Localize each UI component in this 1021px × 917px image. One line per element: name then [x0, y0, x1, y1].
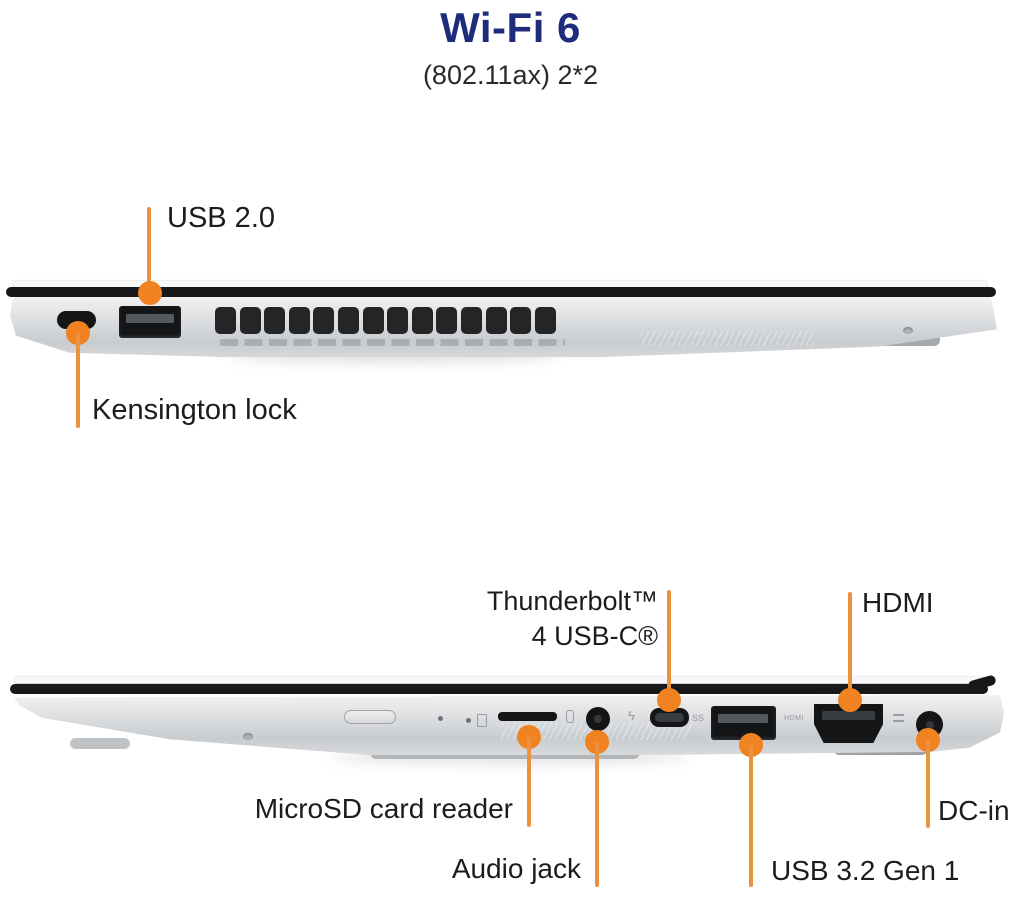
thunderbolt-label: Thunderbolt™ 4 USB-C® — [420, 584, 658, 654]
vent-slot — [338, 307, 360, 334]
laptop-lid-top — [12, 281, 988, 288]
callout-dot — [657, 688, 681, 712]
audio-jack-label: Audio jack — [451, 853, 581, 884]
thunderbolt-icon: ϟ — [628, 708, 635, 723]
usb-c-slot — [655, 713, 684, 722]
usb-3.2-label: USB 3.2 Gen 1 — [771, 855, 960, 886]
vent-slot — [461, 307, 483, 334]
dc-in-label: DC-in — [938, 795, 1010, 826]
microsd-slot — [498, 712, 557, 721]
callout-dot — [138, 281, 162, 305]
vent-slot — [387, 307, 409, 334]
thunderbolt-label-line2: 4 USB-C® — [531, 621, 658, 651]
vent-slot — [264, 307, 286, 334]
page-title: Wi-Fi 6 — [440, 4, 581, 51]
speaker-grille-texture — [637, 331, 818, 346]
rubber-foot — [70, 738, 130, 749]
led-indicator — [466, 718, 471, 723]
vent-slot — [288, 307, 310, 334]
callout-line — [147, 207, 151, 293]
audio-jack-port — [586, 707, 610, 731]
callout-line — [595, 742, 599, 887]
usb-port-tongue — [126, 314, 174, 323]
callout-dot — [838, 688, 862, 712]
vent-slot — [510, 307, 532, 334]
page-subtitle: (802.11ax) 2*2 — [422, 60, 599, 90]
usb-port-tongue — [718, 714, 768, 723]
hdmi-port — [814, 704, 883, 743]
sd-card-icon — [477, 714, 487, 727]
kensington-lock-label: Kensington lock — [92, 394, 297, 426]
vent-reflection — [220, 339, 565, 346]
vent-slot — [485, 307, 507, 334]
hdmi-slot — [822, 711, 875, 720]
power-button — [344, 710, 396, 724]
callout-line — [667, 590, 671, 700]
callout-line — [76, 333, 80, 428]
hdmi-label: HDMI — [862, 587, 934, 618]
microphone-icon — [566, 710, 574, 723]
callout-line — [749, 745, 753, 887]
vent-slot — [534, 307, 556, 334]
jack-hole — [594, 715, 602, 723]
superspeed-usb-icon: SS — [692, 713, 705, 723]
laptop-lid-top — [14, 677, 986, 684]
thunderbolt-label-line1: Thunderbolt™ — [486, 586, 658, 616]
vent-slot — [215, 307, 236, 334]
laptop-lid-edge — [6, 287, 996, 297]
callout-line — [926, 740, 930, 828]
microsd-label: MicroSD card reader — [254, 793, 513, 824]
callout-line — [527, 737, 531, 827]
vent-slot — [239, 307, 261, 334]
vent-slot — [362, 307, 384, 334]
thunderbolt-usb-c-port — [650, 708, 689, 727]
laptop-lid-edge — [10, 684, 988, 694]
usb-2.0-port — [119, 306, 181, 338]
screw — [903, 327, 913, 334]
vent-slot — [436, 307, 458, 334]
dc-plug-icon — [893, 714, 904, 722]
vent-slot — [411, 307, 433, 334]
dc-pin — [925, 720, 934, 729]
callout-line — [848, 592, 852, 700]
screw — [243, 733, 253, 740]
led-indicator — [438, 716, 443, 721]
vent-grille — [215, 307, 556, 334]
vent-slot — [313, 307, 335, 334]
usb-2.0-label: USB 2.0 — [167, 202, 275, 234]
hdmi-print-icon: HDMI — [784, 715, 804, 722]
